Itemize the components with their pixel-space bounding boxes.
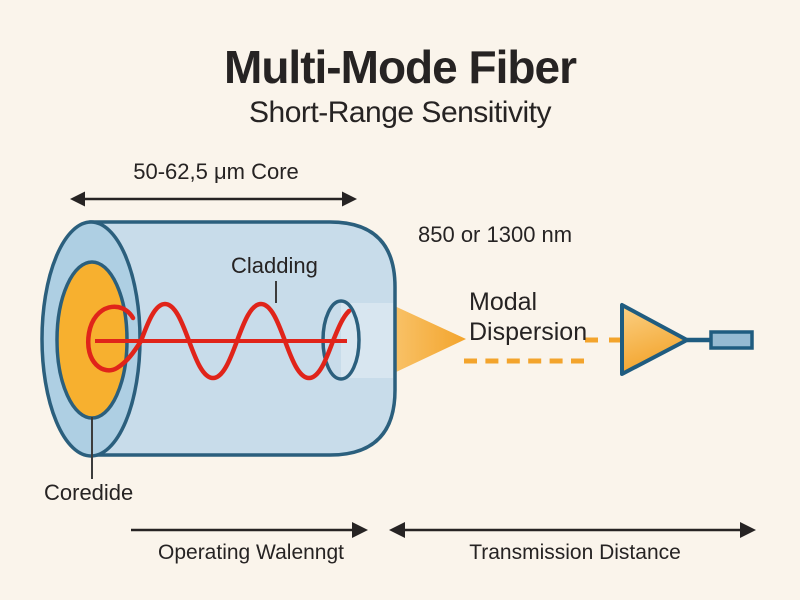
- core-size-label: 50-62,5 μm Core: [133, 159, 299, 184]
- core-size-arrow: [70, 191, 357, 207]
- wavelength-label: 850 or 1300 nm: [418, 222, 573, 247]
- cladding-cylinder: [89, 220, 397, 457]
- multimode-fiber-illustration: [40, 220, 397, 458]
- detector-icon: [620, 303, 754, 376]
- core-exit-highlight: [341, 303, 393, 378]
- detector-body: [709, 330, 754, 350]
- modal-dispersion-dashes: [464, 337, 620, 364]
- detector-cone: [620, 303, 689, 376]
- modal-dispersion-label: Modal Dispersion: [469, 288, 588, 346]
- light-ray-wave: [85, 301, 352, 381]
- transmission-distance-label: Transmission Distance: [469, 541, 681, 564]
- core-label: Coredide: [44, 480, 134, 505]
- page-title: Multi-Mode Fiber: [224, 41, 577, 93]
- operating-wavelength-label: Operating Walenngt: [158, 541, 344, 564]
- transmission-distance-arrow: [389, 522, 756, 538]
- operating-wavelength-arrow: [131, 522, 368, 538]
- cladding-label: Cladding: [231, 253, 318, 278]
- page-subtitle: Short-Range Sensitivity: [249, 96, 551, 129]
